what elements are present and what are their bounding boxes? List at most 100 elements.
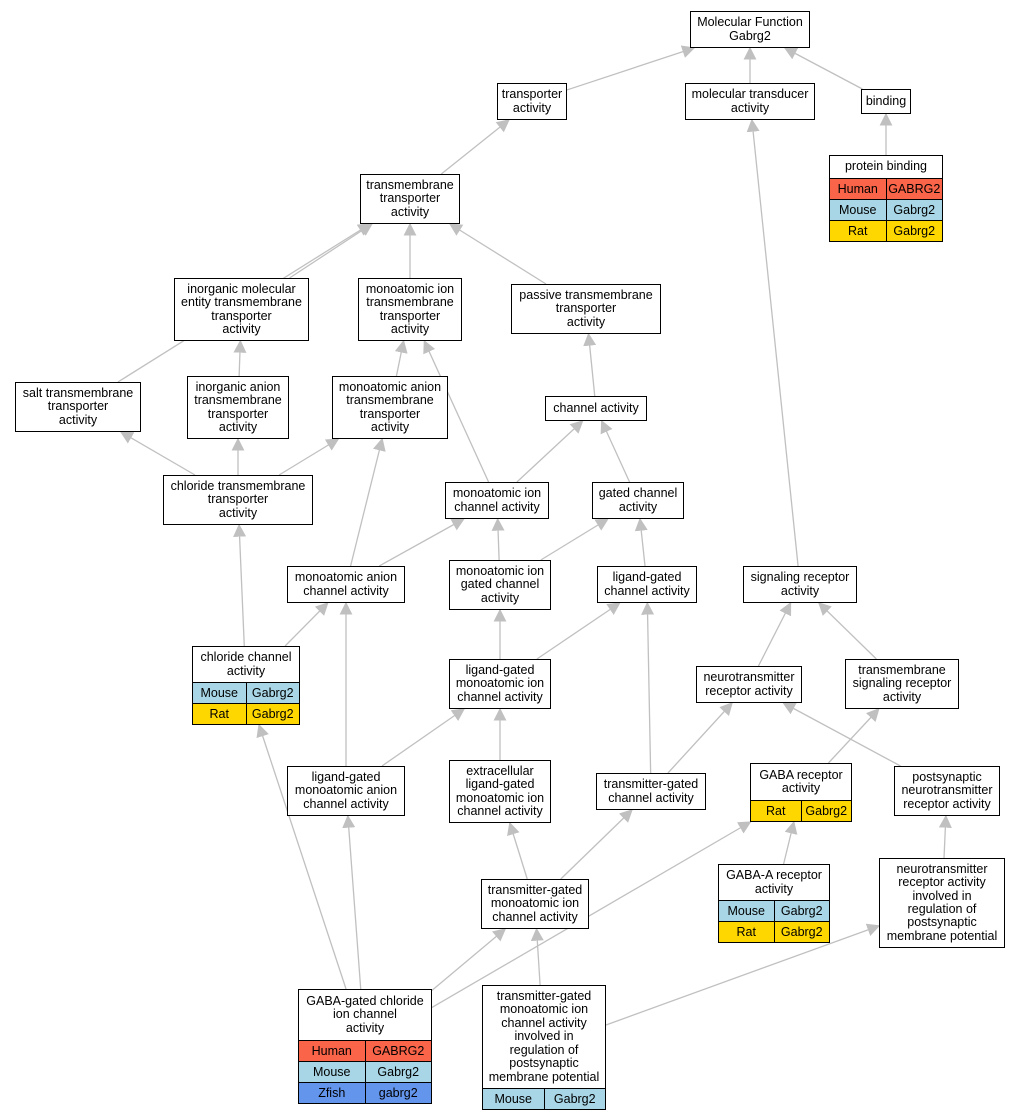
is-a-edge [284, 602, 329, 647]
go-term-label: monoatomic ion channel activity [452, 486, 542, 514]
is-a-edge [782, 702, 901, 767]
go-term-label: transmitter-gated channel activity [603, 777, 699, 805]
species-cell: Zfish [318, 1086, 346, 1100]
is-a-edge [119, 431, 196, 476]
is-a-edge [783, 47, 863, 90]
is-a-edge [818, 602, 877, 660]
species-cell: Rat [209, 707, 229, 721]
go-term-node: extracellular ligand-gated monoatomic io… [449, 760, 551, 823]
go-term-node: inorganic molecular entity transmembrane… [174, 278, 309, 341]
is-a-edge [667, 702, 733, 774]
go-term-label: monoatomic ion transmembrane transporter… [365, 281, 455, 336]
gene-symbol-cell: Gabrg2 [364, 1062, 432, 1082]
go-term-node: ligand-gated monoatomic anion channel ac… [287, 766, 405, 816]
go-term-label: chloride channel activity [200, 650, 292, 678]
gene-symbol-cell: GABRG2 [885, 179, 943, 199]
go-term-node: passive transmembrane transporter activi… [511, 284, 661, 334]
gene-symbol-cell: Gabrg2 [885, 221, 943, 241]
is-a-edge [634, 517, 648, 567]
go-term-node: GABA-gated chloride ion channel activity… [298, 989, 432, 1104]
go-term-label: salt transmembrane transporter activity [22, 385, 134, 427]
is-a-edge [605, 923, 881, 1026]
go-term-node: monoatomic anion channel activity [287, 566, 405, 603]
is-a-edge [827, 708, 880, 764]
go-term-label: gated channel activity [598, 486, 678, 514]
go-term-label: signaling receptor activity [750, 570, 850, 598]
is-a-edge [530, 927, 544, 986]
species-cell: Rat [736, 925, 756, 939]
go-term-node: ligand-gated channel activity [597, 566, 697, 603]
go-term-node: transporter activity [497, 83, 567, 120]
go-term-node: monoatomic ion channel activity [445, 482, 549, 519]
go-term-label: channel activity [553, 400, 639, 415]
is-a-edge [289, 223, 373, 279]
is-a-edge [394, 339, 408, 377]
is-a-edge [782, 820, 798, 865]
go-term-label: ligand-gated channel activity [604, 570, 690, 598]
species-cell: Rat [766, 804, 786, 818]
go-term-node: neurotransmitter receptor activity [696, 666, 802, 703]
is-a-edge [566, 45, 696, 91]
go-term-label: neurotransmitter receptor activity [703, 670, 795, 698]
go-term-label: binding [865, 93, 907, 108]
go-term-label: transmembrane signaling receptor activit… [852, 662, 952, 704]
go-term-label: passive transmembrane transporter activi… [519, 287, 653, 329]
go-term-label: monoatomic anion transmembrane transport… [338, 379, 442, 434]
go-term-label: GABA-gated chloride ion channel activity [306, 993, 424, 1035]
go-term-node: Molecular Function Gabrg2 [690, 11, 810, 48]
is-a-edge [278, 438, 340, 476]
go-term-label: transmitter-gated monoatomic ion channel… [488, 989, 600, 1084]
is-a-edge [342, 814, 362, 990]
go-term-node: molecular transducer activity [685, 83, 815, 120]
gene-symbol-cell: Gabrg2 [885, 200, 943, 220]
go-term-label: protein binding [844, 159, 927, 174]
go-term-label: inorganic anion transmembrane transporte… [194, 379, 282, 434]
go-term-label: inorganic molecular entity transmembrane… [181, 281, 302, 336]
species-gene-row: Mouse Gabrg2 [830, 199, 942, 220]
go-term-node: channel activity [545, 396, 647, 421]
go-term-node: transmitter-gated monoatomic ion channel… [482, 985, 606, 1110]
is-a-edge [256, 723, 347, 990]
go-term-label: GABA-A receptor activity [726, 868, 822, 896]
is-a-edge [233, 523, 247, 647]
go-term-label: GABA receptor activity [759, 767, 843, 795]
go-term-label: monoatomic anion channel activity [294, 570, 398, 598]
is-a-edge [381, 708, 466, 767]
go-term-node: monoatomic ion transmembrane transporter… [358, 278, 462, 341]
go-term-node: neurotransmitter receptor activity invol… [879, 858, 1005, 948]
is-a-edge [600, 419, 631, 483]
species-cell: Mouse [838, 203, 877, 217]
gene-symbol-cell: Gabrg2 [800, 801, 852, 821]
go-term-node: signaling receptor activity [743, 566, 857, 603]
is-a-edge [540, 518, 609, 561]
go-term-label: extracellular ligand-gated monoatomic io… [455, 763, 545, 818]
go-term-node: gated channel activity [592, 482, 684, 519]
is-a-edge [233, 339, 247, 377]
go-term-label: transporter activity [501, 87, 563, 115]
is-a-edge [507, 821, 528, 880]
is-a-edge [560, 809, 633, 880]
go-term-node: monoatomic ion gated channel activity [449, 560, 551, 610]
species-gene-row: Rat Gabrg2 [751, 800, 851, 821]
go-term-node: postsynaptic neurotransmitter receptor a… [894, 766, 1000, 816]
species-cell: Human [311, 1044, 352, 1058]
is-a-edge [938, 814, 952, 859]
is-a-edge [757, 601, 792, 667]
is-a-edge [448, 223, 547, 285]
go-term-node: transmembrane signaling receptor activit… [845, 659, 959, 709]
gene-symbol-cell: Gabrg2 [773, 901, 830, 921]
go-term-node: monoatomic anion transmembrane transport… [332, 376, 448, 439]
